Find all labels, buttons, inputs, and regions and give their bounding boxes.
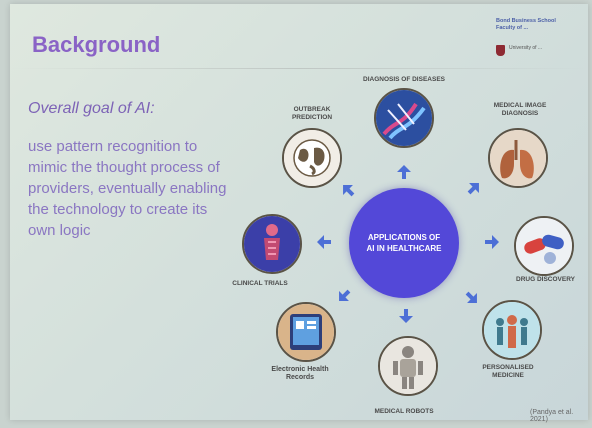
node-label-image-diagnosis-text: MEDICAL IMAGE DIAGNOSIS — [493, 102, 547, 117]
node-medical-robots — [378, 336, 438, 396]
arrow-down-right-icon — [461, 287, 484, 310]
shield-icon — [496, 45, 505, 56]
pills-icon — [516, 218, 572, 274]
node-label-outbreak: OUTBREAK PREDICTION — [272, 106, 352, 122]
arrow-up-icon — [396, 164, 412, 180]
institution-logo-text: Bond Business School Faculty of ... — [496, 18, 584, 32]
arrow-up-right-icon — [463, 177, 486, 200]
node-label-personalised: PERSONALISED MEDICINE — [470, 364, 546, 380]
arrow-down-icon — [398, 308, 414, 324]
node-ehr — [276, 302, 336, 362]
tablet-icon — [278, 304, 334, 360]
node-label-drug-discovery: DRUG DISCOVERY — [516, 276, 575, 283]
anatomy-icon — [244, 216, 300, 272]
node-personalised-medicine — [482, 300, 542, 360]
arrow-up-left-icon — [337, 179, 360, 202]
university-name: University of ... — [509, 45, 543, 51]
center-hub: APPLICATIONS OF AI IN HEALTHCARE — [349, 188, 459, 298]
slide-title: Background — [32, 32, 161, 57]
arrow-down-left-icon — [333, 285, 356, 308]
center-hub-label: APPLICATIONS OF AI IN HEALTHCARE — [366, 233, 442, 253]
node-clinical-trials — [242, 214, 302, 274]
node-outbreak-prediction — [282, 128, 342, 188]
title-divider — [10, 68, 588, 69]
node-label-image-diagnosis: MEDICAL IMAGE DIAGNOSIS — [480, 102, 560, 118]
people-icon — [484, 302, 540, 358]
slide: Background Bond Business School Faculty … — [10, 4, 588, 423]
institution-line-1: Bond Business School — [496, 18, 556, 24]
node-label-outbreak-text: OUTBREAK PREDICTION — [291, 106, 333, 121]
citation: (Pandya et al. 2021) — [530, 409, 574, 423]
node-label-ehr-text: Electronic Health Records — [271, 366, 329, 381]
node-label-robots: MEDICAL ROBOTS — [374, 408, 434, 415]
institution-line-2: Faculty of ... — [496, 25, 529, 31]
robot-icon — [380, 338, 436, 394]
lungs-icon — [490, 130, 546, 186]
node-label-personalised-text: PERSONALISED MEDICINE — [482, 364, 534, 379]
goal-heading: Overall goal of AI: — [28, 100, 155, 117]
dna-icon — [376, 90, 432, 146]
university-crest: University of ... — [496, 44, 580, 58]
arrow-right-icon — [484, 234, 500, 250]
node-label-ehr: Electronic Health Records — [260, 366, 340, 382]
node-drug-discovery — [514, 216, 574, 276]
node-label-clinical-trials: CLINICAL TRIALS — [232, 280, 288, 287]
goal-text: use pattern recognition to mimic the tho… — [28, 138, 227, 239]
arrow-left-icon — [316, 234, 332, 250]
node-diagnosis — [374, 88, 434, 148]
node-image-diagnosis — [488, 128, 548, 188]
node-label-diagnosis: DIAGNOSIS OF DISEASES — [363, 76, 445, 83]
globe-icon — [284, 130, 340, 186]
